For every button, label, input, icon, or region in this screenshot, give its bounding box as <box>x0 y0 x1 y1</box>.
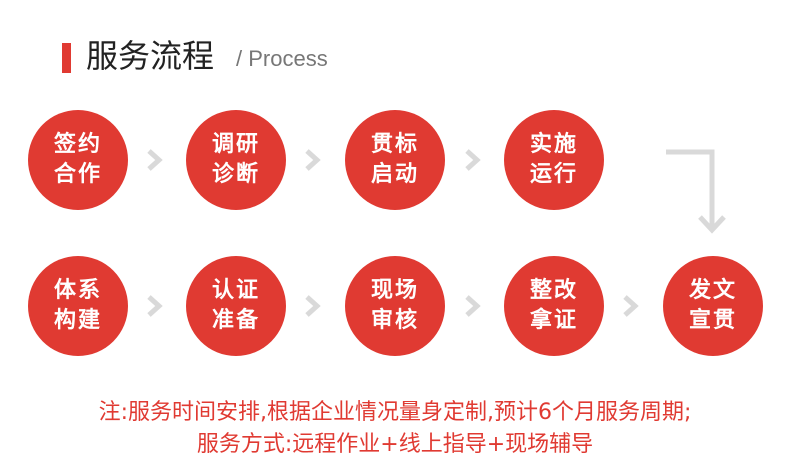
step-label-line1: 发文 <box>688 278 737 303</box>
chevron-right-icon <box>465 295 481 317</box>
step-label-line1: 调研 <box>211 132 260 157</box>
step-implementation-operation: 实施 运行 <box>504 110 604 210</box>
step-label-line2: 运行 <box>529 162 578 187</box>
chevron-right-icon <box>623 295 639 317</box>
page-subtitle: / Process <box>236 46 328 71</box>
step-label-line1: 体系 <box>53 278 102 303</box>
page-title: 服务流程 <box>86 37 215 75</box>
chevron-right-icon <box>147 149 163 171</box>
turn-down-arrow-icon <box>666 149 726 234</box>
service-note-schedule: 注:服务时间安排,根据企业情况量身定制,预计6个月服务周期; <box>98 400 692 425</box>
step-rectify-obtain-certificate: 整改 拿证 <box>504 256 604 356</box>
step-label-line1: 认证 <box>211 278 260 303</box>
step-system-building: 体系 构建 <box>28 256 128 356</box>
step-label-line1: 实施 <box>529 132 578 157</box>
step-standard-launch: 贯标 启动 <box>345 110 445 210</box>
step-label-line1: 贯标 <box>370 132 419 157</box>
step-label-line2: 合作 <box>53 162 102 187</box>
step-label-line2: 诊断 <box>211 162 260 187</box>
step-label-line1: 现场 <box>370 278 419 303</box>
chevron-right-icon <box>465 149 481 171</box>
service-note-method: 服务方式:远程作业+线上指导+现场辅导 <box>196 432 594 457</box>
step-research-diagnosis: 调研 诊断 <box>186 110 286 210</box>
step-publish-promote: 发文 宣贯 <box>663 256 763 356</box>
step-label-line2: 宣贯 <box>688 308 737 333</box>
step-label-line1: 签约 <box>53 132 102 157</box>
step-label-line2: 构建 <box>53 308 102 333</box>
step-certification-preparation: 认证 准备 <box>186 256 286 356</box>
step-label-line2: 启动 <box>370 162 419 187</box>
step-label-line2: 准备 <box>211 308 260 333</box>
step-label-line2: 拿证 <box>529 308 578 333</box>
step-label-line1: 整改 <box>529 278 578 303</box>
step-onsite-audit: 现场 审核 <box>345 256 445 356</box>
chevron-right-icon <box>305 149 321 171</box>
step-sign-cooperation: 签约 合作 <box>28 110 128 210</box>
chevron-right-icon <box>305 295 321 317</box>
chevron-right-icon <box>147 295 163 317</box>
step-label-line2: 审核 <box>370 308 419 333</box>
title-accent-bar <box>62 43 71 73</box>
